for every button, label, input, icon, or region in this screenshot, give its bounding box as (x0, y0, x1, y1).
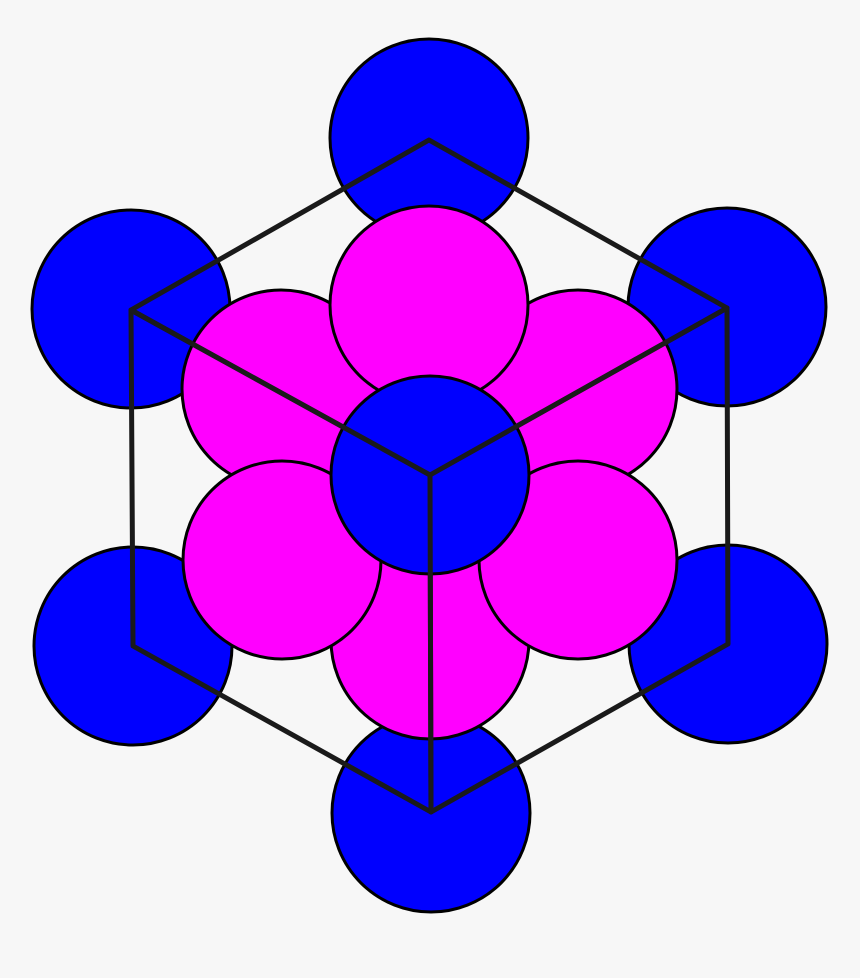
edge-to-upper-left-front (128, 307, 433, 478)
face-atom-top-face (328, 204, 530, 406)
edge-to-upper-right-front (427, 305, 730, 478)
edge-to-bottom-front (427, 472, 434, 815)
back-corner-atoms (30, 37, 829, 914)
front-corner-atoms (128, 305, 730, 815)
